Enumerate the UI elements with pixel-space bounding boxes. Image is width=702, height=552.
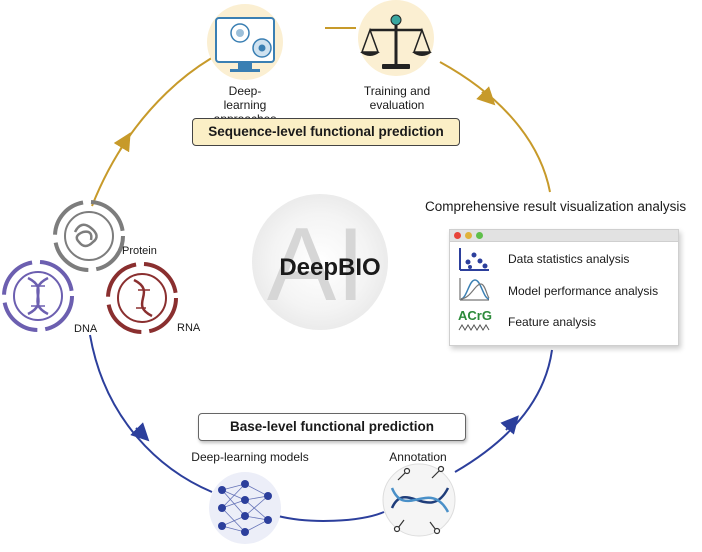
upper-cycle-arc <box>91 27 551 207</box>
arrow-top-right <box>476 86 496 106</box>
feature-analysis-row: Feature analysis <box>508 315 597 329</box>
sequence-logo-icon: ACrG <box>458 308 492 331</box>
arrow-bottom-left <box>130 422 150 442</box>
rna-label: RNA <box>177 322 201 334</box>
base-level-tag: Base-level functional prediction <box>198 413 466 441</box>
visualization-window: Data statistics analysis Model performan… <box>449 229 679 346</box>
annotation-label: Annotation <box>389 450 447 464</box>
ai-watermark: AI <box>267 207 365 323</box>
visualization-title: Comprehensive result visualization analy… <box>425 199 687 214</box>
arrow-up-left <box>113 132 131 153</box>
sequence-level-tag: Sequence-level functional prediction <box>192 118 460 146</box>
window-titlebar <box>450 230 678 242</box>
arrow-bottom-right <box>500 415 519 435</box>
model-performance-row: Model performance analysis <box>508 284 659 298</box>
close-dot-icon <box>454 232 461 239</box>
data-statistics-row: Data statistics analysis <box>508 252 630 266</box>
sequence-logo-text: ACrG <box>458 308 492 323</box>
annotation-icon <box>382 463 456 537</box>
training-evaluation-label: Training and evaluation <box>363 84 431 112</box>
deepbio-title: DeepBIO <box>279 254 381 281</box>
protein-label: Protein <box>122 245 157 257</box>
monitor-icon <box>207 4 283 80</box>
center-halo <box>252 194 388 330</box>
dna-icon <box>2 260 74 332</box>
curve-plot-icon <box>459 278 490 301</box>
balance-scale-icon <box>358 0 434 76</box>
lower-cycle-arc <box>89 334 553 522</box>
minimize-dot-icon <box>465 232 472 239</box>
neural-network-icon <box>209 472 281 544</box>
deep-learning-models-label: Deep-learning models <box>191 450 309 464</box>
protein-icon <box>53 200 125 272</box>
maximize-dot-icon <box>476 232 483 239</box>
dna-label: DNA <box>74 323 98 335</box>
rna-icon <box>106 262 178 334</box>
scatter-plot-icon <box>459 248 489 271</box>
